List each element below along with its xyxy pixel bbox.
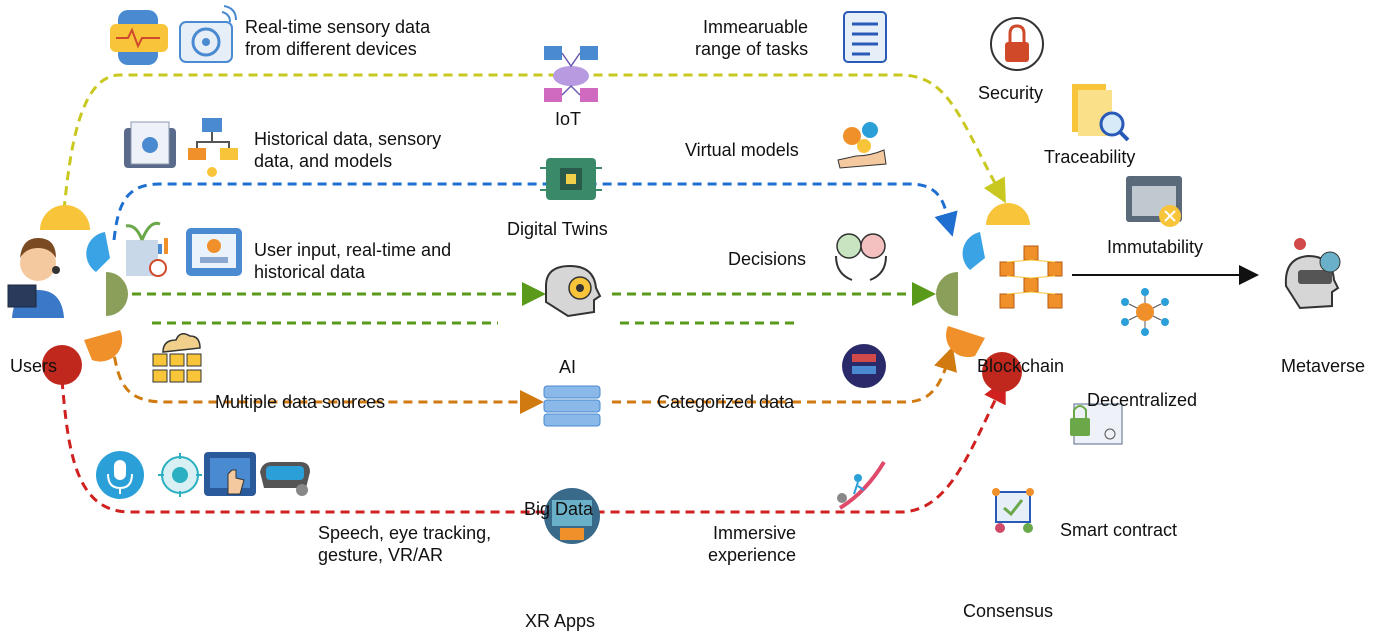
users-label: Users — [10, 356, 58, 376]
security-text: Security — [978, 83, 1044, 103]
tasks-text: Immearuable range of tasks — [695, 17, 809, 59]
task-list-icon — [843, 11, 887, 63]
blockchain-cubes-icon — [999, 245, 1063, 309]
sensor-device-icon — [179, 5, 237, 63]
user-avatar-icon — [7, 238, 64, 318]
iot-network-icon — [544, 46, 598, 102]
speech-text: Speech, eye tracking, gesture, VR/AR — [318, 523, 492, 565]
twins-flow-line — [112, 182, 958, 241]
users-petal-red — [42, 345, 82, 385]
digital-twins-label: Digital Twins — [507, 219, 608, 239]
xr-apps-icon — [544, 488, 600, 544]
ai-head-icon — [545, 264, 602, 318]
immutability-text: Immutability — [1107, 237, 1204, 257]
users-petal-green — [106, 272, 128, 316]
smart-contract-icon — [992, 488, 1034, 533]
traceability-text: Traceability — [1044, 147, 1136, 167]
immersive-climb-icon — [837, 460, 886, 510]
iot-label: IoT — [555, 109, 582, 129]
lock-certificate-icon — [1070, 403, 1123, 445]
multiple-sources-text: Multiple data sources — [215, 392, 386, 412]
decisions-hands-icon — [835, 233, 887, 281]
blockchain-petal-blue — [962, 232, 985, 270]
blockchain-petal-yellow — [986, 203, 1030, 225]
iot-flow-line — [62, 73, 1006, 211]
flowchart-icon — [188, 118, 238, 177]
realtime-sensory-text: Real-time sensory data from different de… — [245, 17, 431, 59]
consensus-label: Consensus — [963, 601, 1054, 621]
blockchain-petal-orange — [946, 326, 985, 358]
gesture-touch-icon — [204, 452, 256, 496]
immutability-window-icon — [1126, 176, 1182, 227]
user-login-icon — [186, 228, 242, 276]
users-petal-yellow — [40, 205, 90, 230]
users-petal-blue — [86, 232, 110, 272]
smartwatch-icon — [110, 10, 168, 65]
gears-hand-icon — [837, 122, 887, 169]
blockchain-petals — [936, 203, 1030, 392]
security-lock-icon — [990, 17, 1044, 71]
report-icon — [124, 121, 176, 168]
decentralized-text: Decentralized — [1087, 390, 1198, 410]
big-data-server-icon — [543, 385, 601, 427]
blockchain-petal-green — [936, 272, 958, 316]
decentralized-network-icon — [1121, 288, 1169, 336]
blockchain-label: Blockchain — [977, 356, 1065, 376]
ai-label: AI — [559, 357, 577, 377]
metaverse-vr-head-icon — [1284, 238, 1341, 310]
categorized-data-icon — [842, 344, 886, 388]
plant-chart-icon — [125, 221, 168, 277]
microphone-icon — [96, 451, 144, 499]
smart-contract-text: Smart contract — [1060, 520, 1178, 540]
bigdata-flow-line — [110, 341, 544, 414]
immersive-text: Immersive experience — [708, 523, 797, 565]
virtual-models-text: Virtual models — [685, 140, 799, 160]
blockchain-petal-red — [982, 352, 1022, 392]
xr-apps-label: XR Apps — [525, 611, 596, 631]
users-petal-orange — [84, 330, 123, 362]
eye-tracking-icon — [158, 453, 202, 497]
big-data-label: Big Data — [524, 499, 594, 519]
historical-models-text: Historical data, sensory data, and model… — [254, 129, 442, 171]
traceability-document-icon — [1072, 84, 1130, 142]
digital-twins-chip-icon — [540, 158, 602, 200]
xr-flow-line — [60, 378, 1006, 514]
vr-headset-icon — [260, 462, 310, 496]
decisions-text: Decisions — [728, 249, 807, 269]
metaverse-label: Metaverse — [1281, 356, 1366, 376]
database-cloud-icon — [152, 333, 202, 383]
categorized-text: Categorized data — [657, 392, 795, 412]
user-input-text: User input, real-time and historical dat… — [254, 240, 452, 282]
users-petals — [40, 205, 128, 385]
